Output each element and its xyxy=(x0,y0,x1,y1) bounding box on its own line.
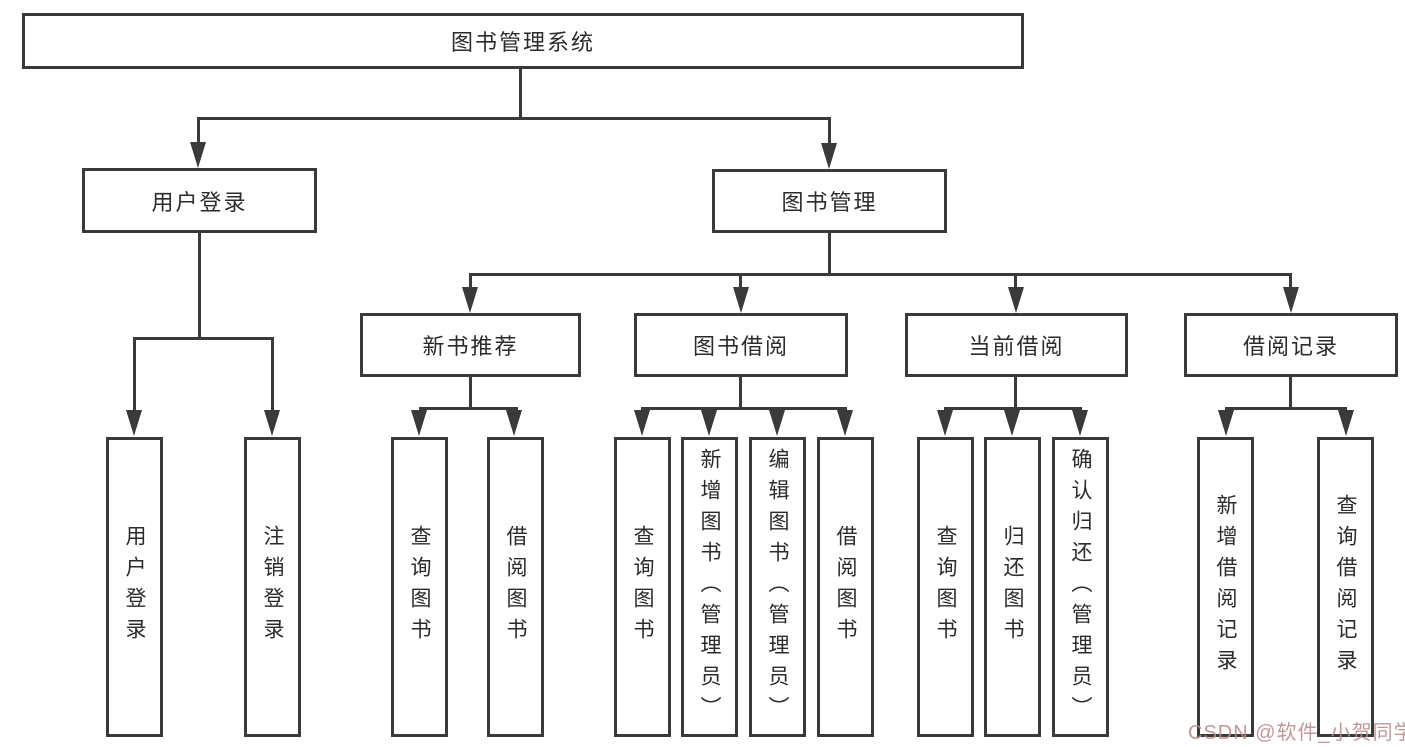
node-query-books-borrowing: 查询图书 xyxy=(614,437,671,737)
node-label: 确认归还（管理员） xyxy=(1069,447,1092,727)
arrow-down-icon xyxy=(1283,287,1299,313)
connector-line xyxy=(828,233,831,273)
arrow-down-icon xyxy=(769,410,785,436)
arrow-down-icon xyxy=(821,143,837,169)
connector-line xyxy=(1014,273,1017,288)
node-label: 编辑图书（管理员） xyxy=(766,447,789,727)
connector-line xyxy=(828,117,831,143)
node-borrow-books-recommend: 借阅图书 xyxy=(487,437,544,737)
node-book-borrowing: 图书借阅 xyxy=(634,313,848,377)
node-label: 查询图书 xyxy=(934,525,957,649)
connector-line xyxy=(198,233,201,337)
node-query-books-recommend: 查询图书 xyxy=(391,437,448,737)
node-current-borrowing: 当前借阅 xyxy=(905,313,1128,377)
arrow-down-icon xyxy=(126,410,142,436)
arrow-down-icon xyxy=(701,410,717,436)
node-user-login: 用户登录 xyxy=(82,168,317,233)
arrow-down-icon xyxy=(1072,410,1088,436)
node-logout-leaf: 注销登录 xyxy=(244,437,301,737)
arrow-down-icon xyxy=(1218,410,1234,436)
node-library-management-system: 图书管理系统 xyxy=(22,13,1024,69)
connector-line xyxy=(739,377,742,407)
connector-line xyxy=(739,273,742,288)
arrow-down-icon xyxy=(506,410,522,436)
connector-line xyxy=(519,69,522,117)
node-return-books: 归还图书 xyxy=(984,437,1041,737)
node-label: 查询图书 xyxy=(408,525,431,649)
arrow-down-icon xyxy=(462,287,478,313)
node-edit-books-admin: 编辑图书（管理员） xyxy=(749,437,806,737)
connector-line xyxy=(419,407,518,410)
node-label: 新书推荐 xyxy=(422,334,519,359)
node-query-books-current: 查询图书 xyxy=(917,437,974,737)
connector-line xyxy=(1289,377,1292,407)
connector-line xyxy=(1225,407,1347,410)
node-label: 借阅记录 xyxy=(1242,334,1339,359)
node-label: 新增图书（管理员） xyxy=(698,447,721,727)
node-label: 查询借阅记录 xyxy=(1334,494,1357,680)
node-label: 查询图书 xyxy=(631,525,654,649)
arrow-down-icon xyxy=(837,410,853,436)
node-label: 注销登录 xyxy=(261,525,284,649)
node-label: 图书借阅 xyxy=(692,334,789,359)
connector-line xyxy=(944,407,1082,410)
node-label: 当前借阅 xyxy=(968,334,1065,359)
node-label: 用户登录 xyxy=(123,525,146,649)
node-add-borrow-record: 新增借阅记录 xyxy=(1197,437,1254,737)
node-label: 借阅图书 xyxy=(504,525,527,649)
node-borrowing-records: 借阅记录 xyxy=(1184,313,1398,377)
node-label: 用户登录 xyxy=(151,189,248,215)
arrow-down-icon xyxy=(733,287,749,313)
connector-line xyxy=(641,407,847,410)
connector-line xyxy=(469,377,472,407)
node-book-management: 图书管理 xyxy=(712,169,947,233)
connector-line xyxy=(133,337,136,410)
connector-line xyxy=(469,273,472,288)
node-confirm-return-admin: 确认归还（管理员） xyxy=(1052,437,1109,737)
connector-line xyxy=(271,337,274,410)
connector-line xyxy=(197,117,200,143)
watermark-text: CSDN @软件_小贺同学 xyxy=(1188,722,1405,744)
connector-line xyxy=(133,337,274,340)
node-label: 新增借阅记录 xyxy=(1214,494,1237,680)
arrow-down-icon xyxy=(1338,410,1354,436)
node-label: 借阅图书 xyxy=(834,525,857,649)
node-borrow-books-borrowing: 借阅图书 xyxy=(817,437,874,737)
connector-line xyxy=(469,273,1292,276)
node-label: 图书管理 xyxy=(781,190,878,215)
node-add-books-admin: 新增图书（管理员） xyxy=(681,437,738,737)
arrow-down-icon xyxy=(937,410,953,436)
node-label: 归还图书 xyxy=(1001,525,1024,649)
arrow-down-icon xyxy=(1004,410,1020,436)
arrow-down-icon xyxy=(264,410,280,436)
arrow-down-icon xyxy=(190,142,206,168)
node-new-book-recommendation: 新书推荐 xyxy=(360,313,581,377)
node-query-borrow-record: 查询借阅记录 xyxy=(1317,437,1374,737)
connector-line xyxy=(1014,377,1017,407)
connector-line xyxy=(1289,273,1292,288)
arrow-down-icon xyxy=(411,410,427,436)
arrow-down-icon xyxy=(634,410,650,436)
arrow-down-icon xyxy=(1008,287,1024,313)
connector-line xyxy=(197,117,831,120)
node-label: 图书管理系统 xyxy=(450,30,595,55)
node-user-login-leaf: 用户登录 xyxy=(106,437,163,737)
